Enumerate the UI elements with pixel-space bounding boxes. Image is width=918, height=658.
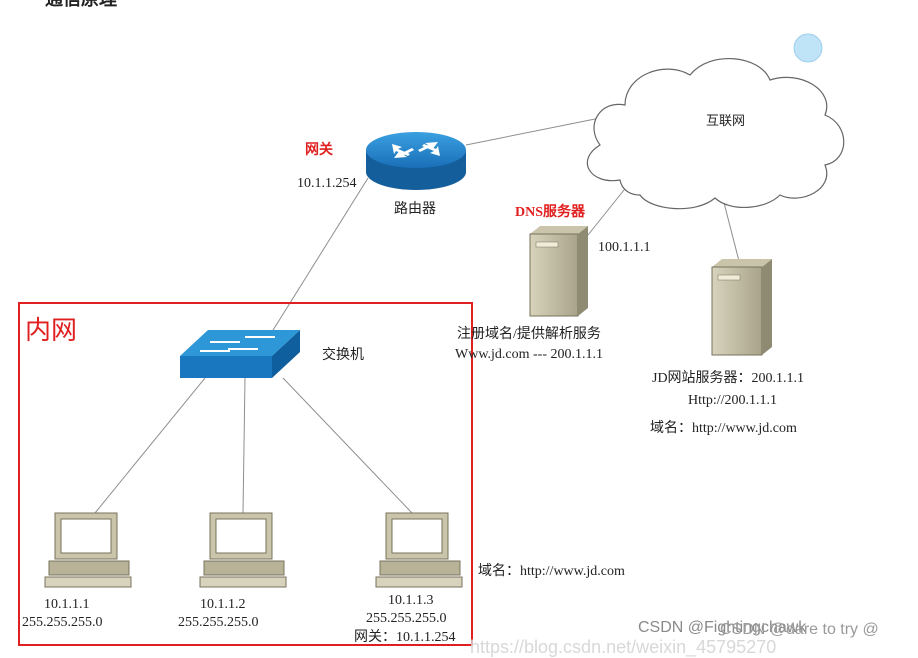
pc-2-ip: 10.1.1.2 <box>200 597 246 612</box>
pc-3-gateway: 网关：10.1.1.254 <box>354 630 456 645</box>
watermark-csdn-2: CSDN @dare to try @ <box>720 621 879 638</box>
pc-1-ip: 10.1.1.1 <box>44 597 90 612</box>
switch-label: 交换机 <box>322 348 364 363</box>
gateway-label: 网关 <box>305 143 333 158</box>
link-switch-pc1 <box>94 377 206 514</box>
dns-server-icon <box>529 226 588 317</box>
link-router-internet <box>465 117 601 146</box>
jd-server-title: JD网站服务器：200.1.1.1 <box>652 371 805 386</box>
pc-2-mask: 255.255.255.0 <box>178 615 259 630</box>
link-router-switch <box>269 177 369 336</box>
pc-3-mask: 255.255.255.0 <box>366 611 447 626</box>
internet-label: 互联网 <box>706 113 746 128</box>
internet-cloud <box>587 33 845 210</box>
pc-3-ip: 10.1.1.3 <box>388 593 434 608</box>
switch-icon <box>180 330 300 378</box>
dns-mapping: Www.jd.com --- 200.1.1.1 <box>455 347 604 362</box>
pc3-domain-label: 域名：http://www.jd.com <box>478 564 625 579</box>
jd-server-domain: 域名：http://www.jd.com <box>650 421 797 436</box>
watermark-csdn-1: CSDN @Fightingchawk <box>638 619 807 636</box>
pc-3-icon <box>375 512 463 588</box>
dns-title: DNS服务器 <box>515 205 586 220</box>
intranet-title: 内网 <box>25 316 78 346</box>
link-internet-jd <box>721 194 741 266</box>
jd-server-icon <box>711 259 772 356</box>
router-label: 路由器 <box>394 202 436 217</box>
link-switch-pc3 <box>282 377 413 514</box>
dns-desc: 注册域名/提供解析服务 <box>457 327 601 342</box>
watermark-blog: https://blog.csdn.net/weixin_45795270 <box>470 637 777 657</box>
pc-2-icon <box>199 512 287 588</box>
jd-server-url: Http://200.1.1.1 <box>688 393 778 408</box>
pc-1-icon <box>44 512 132 588</box>
router-icon <box>366 132 466 190</box>
link-switch-pc2 <box>242 377 246 514</box>
header-fragment: 通信原理 <box>45 0 117 8</box>
dns-ip: 100.1.1.1 <box>598 240 651 255</box>
gateway-ip: 10.1.1.254 <box>297 176 357 191</box>
intranet-box <box>18 302 473 646</box>
pc-1-mask: 255.255.255.0 <box>22 615 103 630</box>
